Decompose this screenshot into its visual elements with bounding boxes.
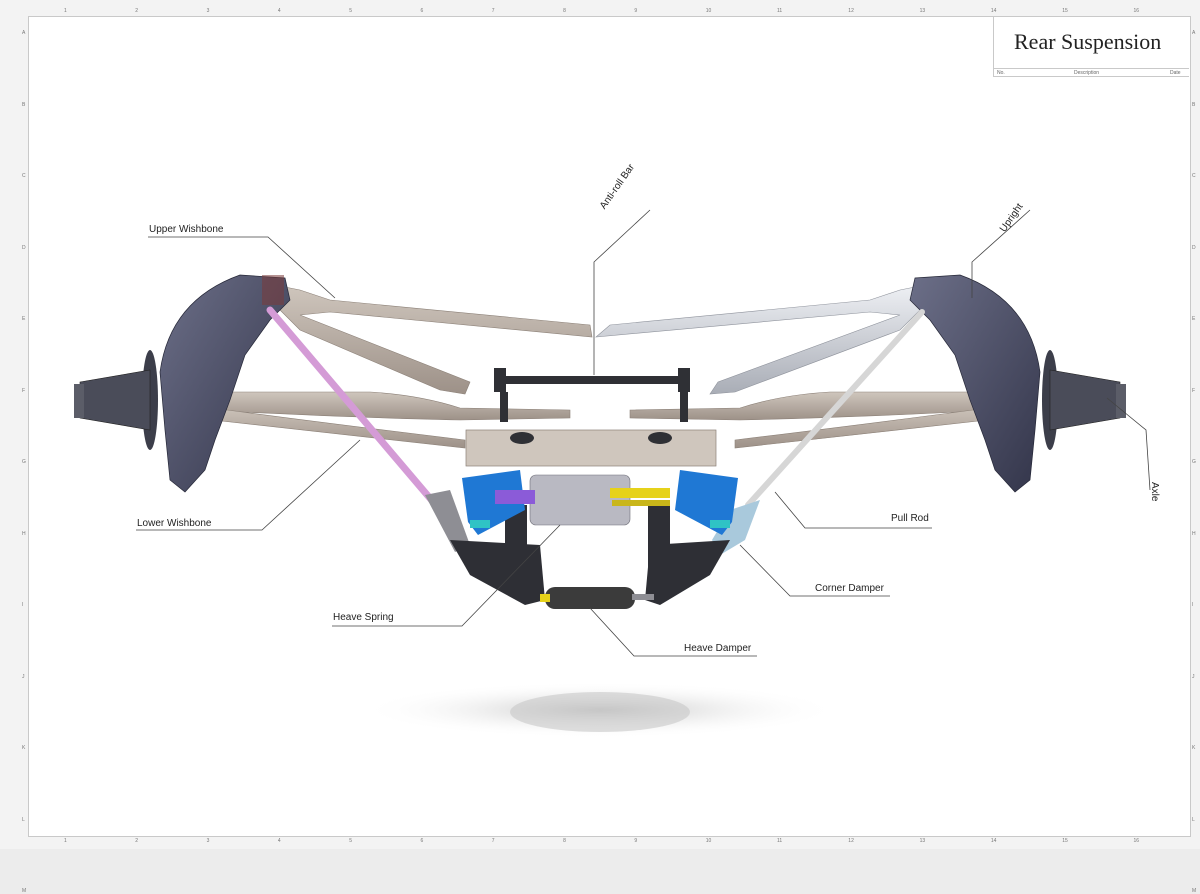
rev-header-no: No. (997, 70, 1005, 76)
border-column-label: 16 (1133, 8, 1140, 14)
heave-spring (495, 474, 670, 526)
border-row-label: A (1192, 30, 1196, 36)
border-row-label: I (1192, 602, 1194, 608)
pull-rod-left-end (425, 490, 470, 552)
border-column-label: 13 (919, 8, 926, 14)
revision-table-header: No. Description Date (994, 68, 1189, 77)
drawing-title: Rear Suspension (1014, 29, 1162, 54)
border-column-label: 9 (634, 838, 638, 844)
border-column-label: 14 (990, 8, 997, 14)
border-row-label: H (22, 530, 26, 537)
border-row-label: I (22, 602, 24, 608)
border-row-label: H (1192, 530, 1196, 537)
rockers (450, 505, 730, 605)
border-column-label: 2 (135, 838, 139, 844)
pull-rod-right (745, 309, 925, 508)
border-column-label: 7 (491, 838, 495, 844)
border-column-label: 12 (848, 838, 854, 844)
border-row-label: J (1192, 673, 1195, 680)
mounting-plate (465, 429, 717, 467)
suspension-drawing (74, 209, 1151, 738)
anti-roll-bar (494, 368, 690, 422)
border-column-label: 11 (777, 8, 783, 14)
border-column-label: 3 (206, 8, 210, 14)
border-row-label: D (1192, 244, 1196, 251)
heave-damper (540, 587, 654, 609)
label-heave-spring: Heave Spring (333, 612, 394, 623)
leader-axle (1106, 397, 1151, 491)
border-column-label: 8 (563, 8, 566, 14)
border-row-label: G (22, 459, 26, 465)
border-row-label: G (1192, 459, 1196, 465)
border-column-label: 1 (64, 8, 67, 14)
border-row-label: L (22, 816, 25, 823)
label-pull-rod: Pull Rod (891, 513, 929, 524)
upper-wishbone-left (274, 284, 593, 395)
border-row-label: A (22, 30, 26, 36)
border-row-label: B (1192, 101, 1196, 108)
border-column-label: 3 (206, 838, 210, 844)
pull-rod-left (266, 306, 444, 514)
leader-pull-rod (774, 491, 932, 529)
border-row-label: F (1192, 387, 1196, 394)
border-row-label: D (22, 244, 26, 251)
border-column-label: 14 (990, 838, 997, 844)
leader-anti-roll-bar (593, 209, 651, 375)
label-upper-wishbone: Upper Wishbone (149, 224, 224, 235)
label-axle: Axle (1149, 482, 1160, 502)
border-column-label: 9 (634, 8, 638, 14)
border-column-label: 5 (349, 8, 352, 14)
border-column-label: 13 (919, 838, 926, 844)
border-row-label: K (1192, 745, 1196, 751)
rev-header-description: Description (1074, 70, 1100, 76)
border-row-label: E (22, 316, 26, 322)
border-row-label: M (1192, 888, 1197, 894)
border-column-label: 4 (277, 838, 281, 844)
lower-wishbone-left (184, 391, 571, 449)
border-row-label: L (1192, 816, 1195, 823)
border-row-label: C (22, 173, 26, 179)
label-lower-wishbone: Lower Wishbone (137, 518, 212, 529)
border-column-label: 12 (848, 8, 854, 14)
border-column-label: 11 (777, 838, 783, 844)
leader-lower-wishbone (136, 439, 361, 531)
upright-right (909, 274, 1126, 493)
leader-upright (971, 209, 1031, 298)
leader-upper-wishbone (148, 236, 336, 299)
border-column-label: 16 (1133, 838, 1140, 844)
border-column-label: 4 (277, 8, 281, 14)
title-block: Rear Suspension No. Description Date (993, 17, 1189, 77)
border-row-label: C (1192, 173, 1196, 179)
lower-wishbone-right (629, 391, 1016, 449)
callout-leaders (136, 209, 1151, 657)
floor-shadow-core (510, 692, 690, 732)
border-column-label: 5 (349, 838, 352, 844)
border-column-label: 6 (420, 838, 424, 844)
border-row-label: M (22, 888, 27, 894)
label-corner-damper: Corner Damper (815, 583, 884, 594)
border-row-label: J (22, 673, 25, 680)
leader-corner-damper (739, 544, 890, 597)
border-column-label: 7 (491, 8, 495, 14)
rev-header-date: Date (1170, 70, 1181, 76)
leader-heave-damper (589, 607, 757, 657)
leader-heave-spring (332, 524, 561, 627)
border-row-label: F (22, 387, 26, 394)
upper-wishbone-right (595, 284, 926, 395)
upright-left (74, 274, 291, 493)
corner-dampers (462, 470, 738, 535)
border-column-label: 6 (420, 8, 424, 14)
border-column-label: 10 (705, 838, 712, 844)
border-column-label: 1 (64, 838, 67, 844)
border-column-label: 15 (1062, 8, 1068, 14)
border-row-label: B (22, 101, 26, 108)
border-column-label: 10 (705, 8, 712, 14)
border-row-label: E (1192, 316, 1196, 322)
label-heave-damper: Heave Damper (684, 643, 752, 654)
border-column-label: 15 (1062, 838, 1068, 844)
border-column-label: 2 (135, 8, 139, 14)
border-row-label: K (22, 745, 26, 751)
border-column-label: 8 (563, 838, 566, 844)
